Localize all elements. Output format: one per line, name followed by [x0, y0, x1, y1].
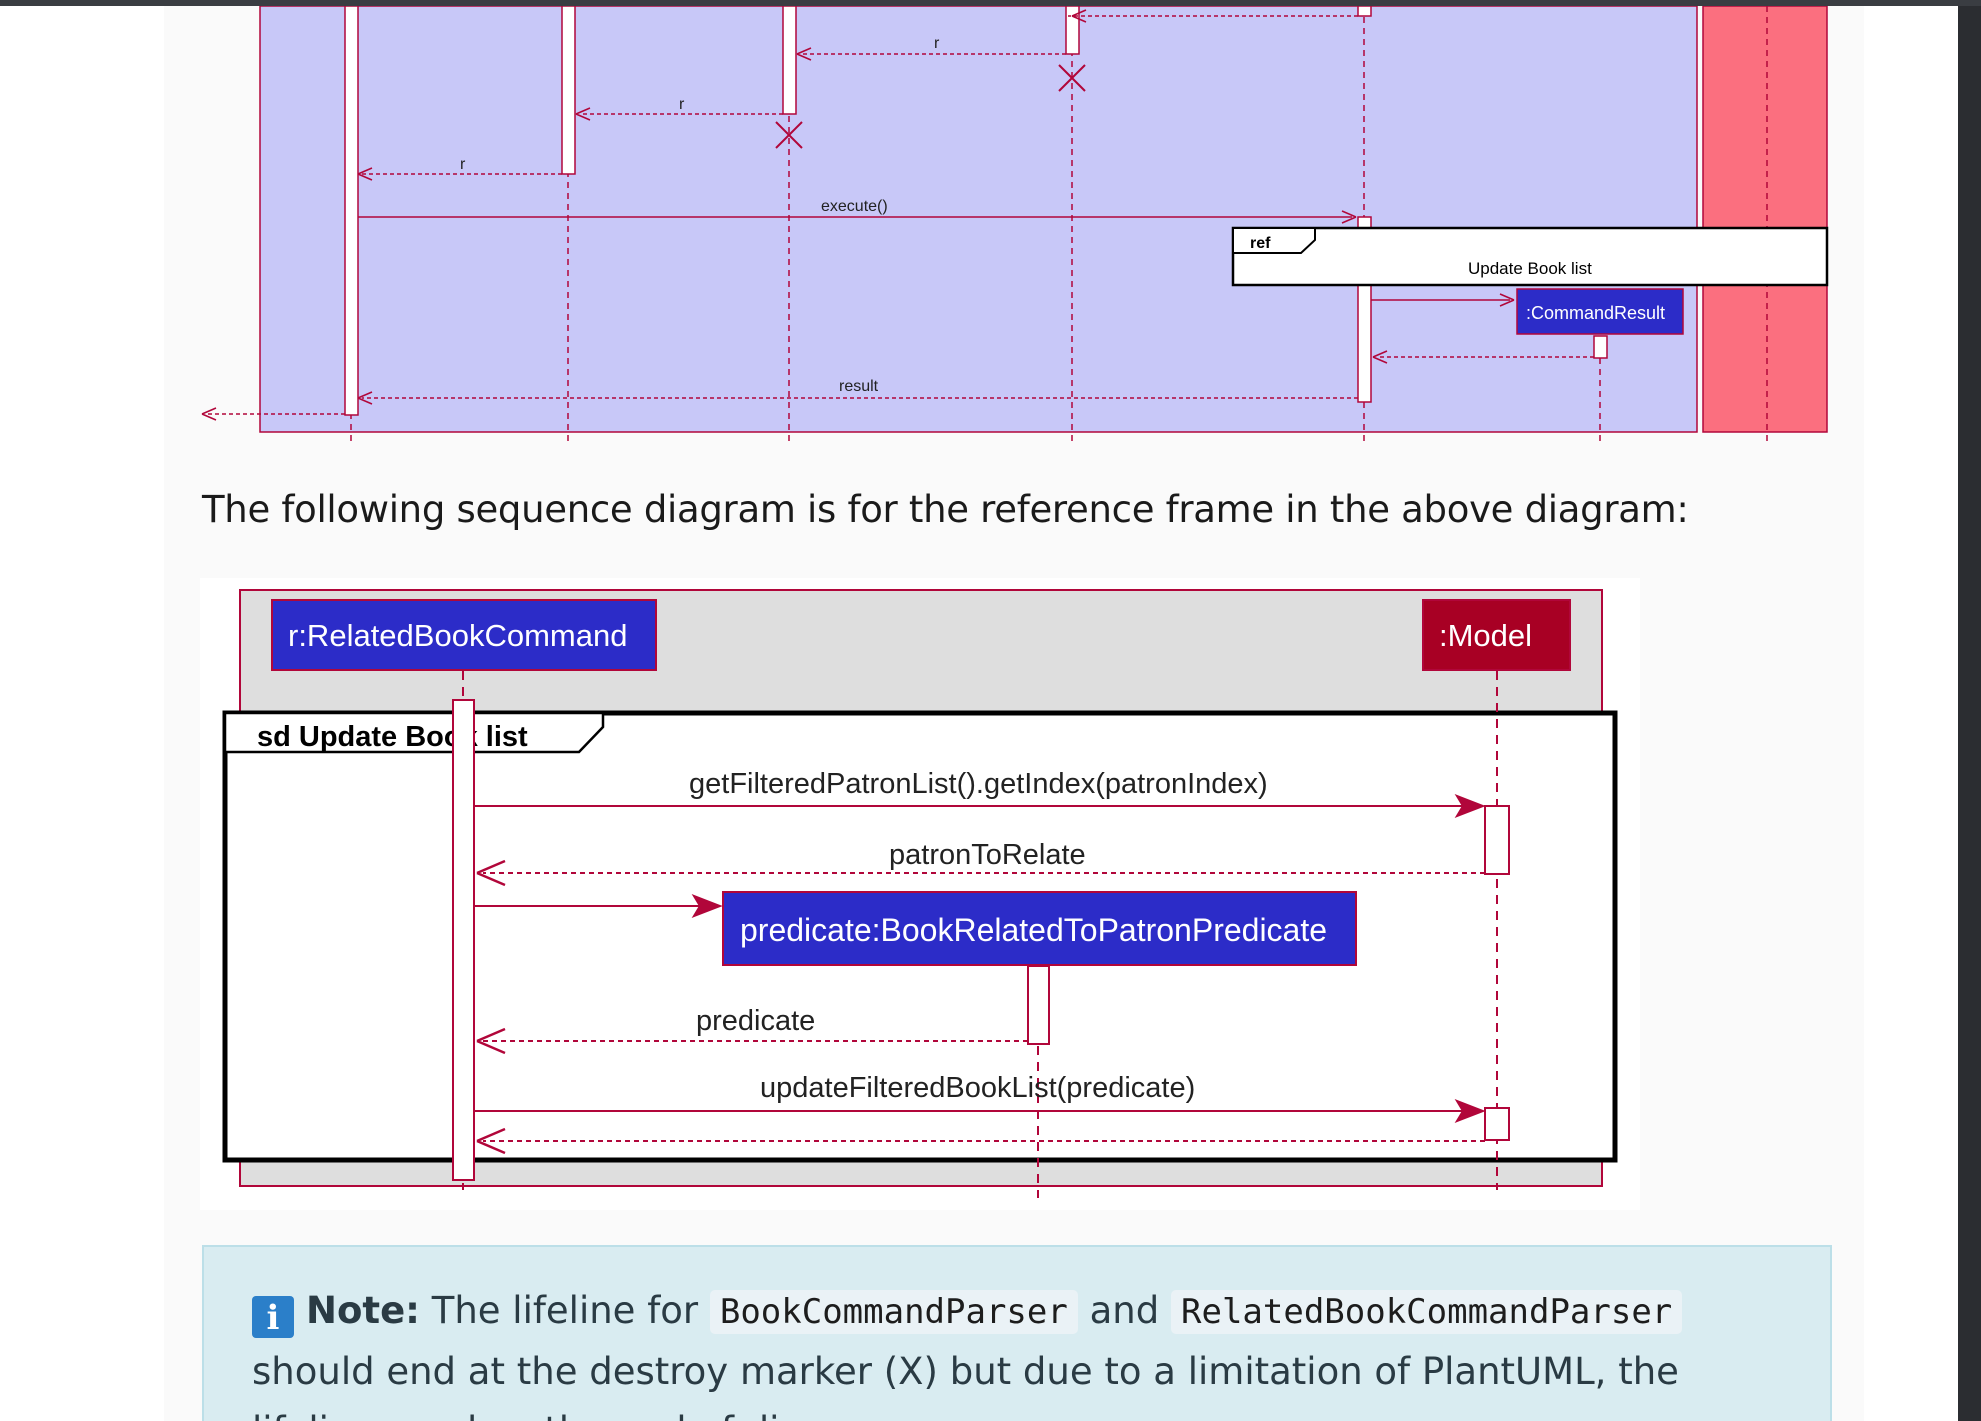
alt-frame — [259, 6, 1698, 433]
message-labels: getFilteredPatronList().getIndex(patronI… — [689, 768, 1268, 1104]
activation-bars — [452, 699, 1510, 1181]
sequence-diagram-update-book-list: r:RelatedBookCommand :Model sd Update Bo… — [200, 578, 1640, 1210]
message-arrows — [474, 794, 1486, 1155]
participant-predicate-label: predicate:BookRelatedToPatronPredicate — [740, 912, 1327, 948]
command-result-participant: :CommandResult — [1516, 288, 1684, 335]
info-icon: i — [252, 1296, 294, 1338]
msg-label-predicate-return: predicate — [696, 1005, 815, 1037]
participant-command-label: r:RelatedBookCommand — [288, 618, 627, 653]
note-text-part: and — [1089, 1289, 1160, 1332]
msg-label-update-list: updateFilteredBookList(predicate) — [760, 1072, 1195, 1104]
note-text-part: The lifeline for — [431, 1289, 699, 1332]
sd-frame-title: sd Update Book list — [257, 721, 528, 753]
msg-label-execute: execute() — [821, 198, 888, 215]
msg-label-r: r — [460, 156, 466, 173]
participant-predicate: predicate:BookRelatedToPatronPredicate — [722, 891, 1357, 966]
note-text-part: should end at the destroy marker (X) but… — [252, 1350, 1679, 1421]
sequence-diagram-execution: r r r execute() result ref Update Book l… — [201, 6, 1829, 446]
msg-label-r: r — [679, 96, 685, 113]
msg-label-r: r — [934, 35, 940, 52]
sd-frame-tab — [223, 711, 605, 754]
intro-paragraph: The following sequence diagram is for th… — [202, 488, 1689, 531]
participant-model-label: :Model — [1439, 618, 1532, 653]
note-label: Note: — [306, 1289, 420, 1332]
note-text: i Note: The lifeline for BookCommandParse… — [252, 1281, 1792, 1421]
destroy-markers — [775, 64, 1086, 149]
ref-tag: ref — [1250, 235, 1271, 252]
window-top-bar — [0, 0, 1981, 6]
ref-title: Update Book list — [1468, 259, 1592, 278]
command-result-label: :CommandResult — [1526, 303, 1665, 323]
code-book-command-parser: BookCommandParser — [709, 1290, 1078, 1334]
msg-label-get-patron: getFilteredPatronList().getIndex(patronI… — [689, 768, 1268, 800]
code-related-book-command-parser: RelatedBookCommandParser — [1171, 1290, 1683, 1334]
note-admonition: i Note: The lifeline for BookCommandParse… — [202, 1245, 1832, 1421]
participant-command: r:RelatedBookCommand — [271, 599, 657, 671]
scrollbar-gutter[interactable] — [1958, 6, 1981, 1421]
message-labels: r r r execute() result — [460, 35, 940, 395]
msg-label-patron-return: patronToRelate — [889, 839, 1086, 871]
participant-model: :Model — [1422, 599, 1571, 671]
msg-label-result: result — [839, 378, 879, 395]
ref-frame: ref Update Book list — [1231, 226, 1829, 287]
message-arrows — [201, 9, 1594, 421]
side-frame — [1702, 6, 1828, 433]
activation-bars — [344, 6, 1608, 416]
